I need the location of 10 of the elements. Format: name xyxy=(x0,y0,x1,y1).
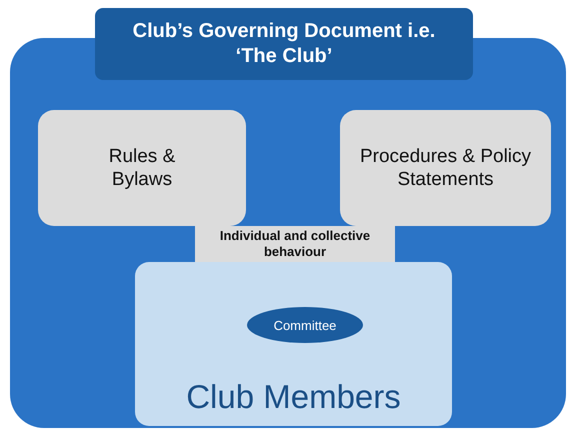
node-label: Committee xyxy=(274,318,336,332)
node-label: Procedures & Policy Statements xyxy=(358,145,532,191)
node-label: Club Members xyxy=(185,378,402,416)
members-panel xyxy=(135,262,452,426)
rules-box xyxy=(38,110,246,226)
node-label: Individual and collective behaviour xyxy=(218,228,372,260)
behaviour-band xyxy=(195,226,395,262)
node-label: Rules & Bylaws xyxy=(108,145,176,191)
procedures-box xyxy=(340,110,551,226)
title-banner: Club’s Governing Document i.e. ‘The Club’ xyxy=(95,8,473,80)
